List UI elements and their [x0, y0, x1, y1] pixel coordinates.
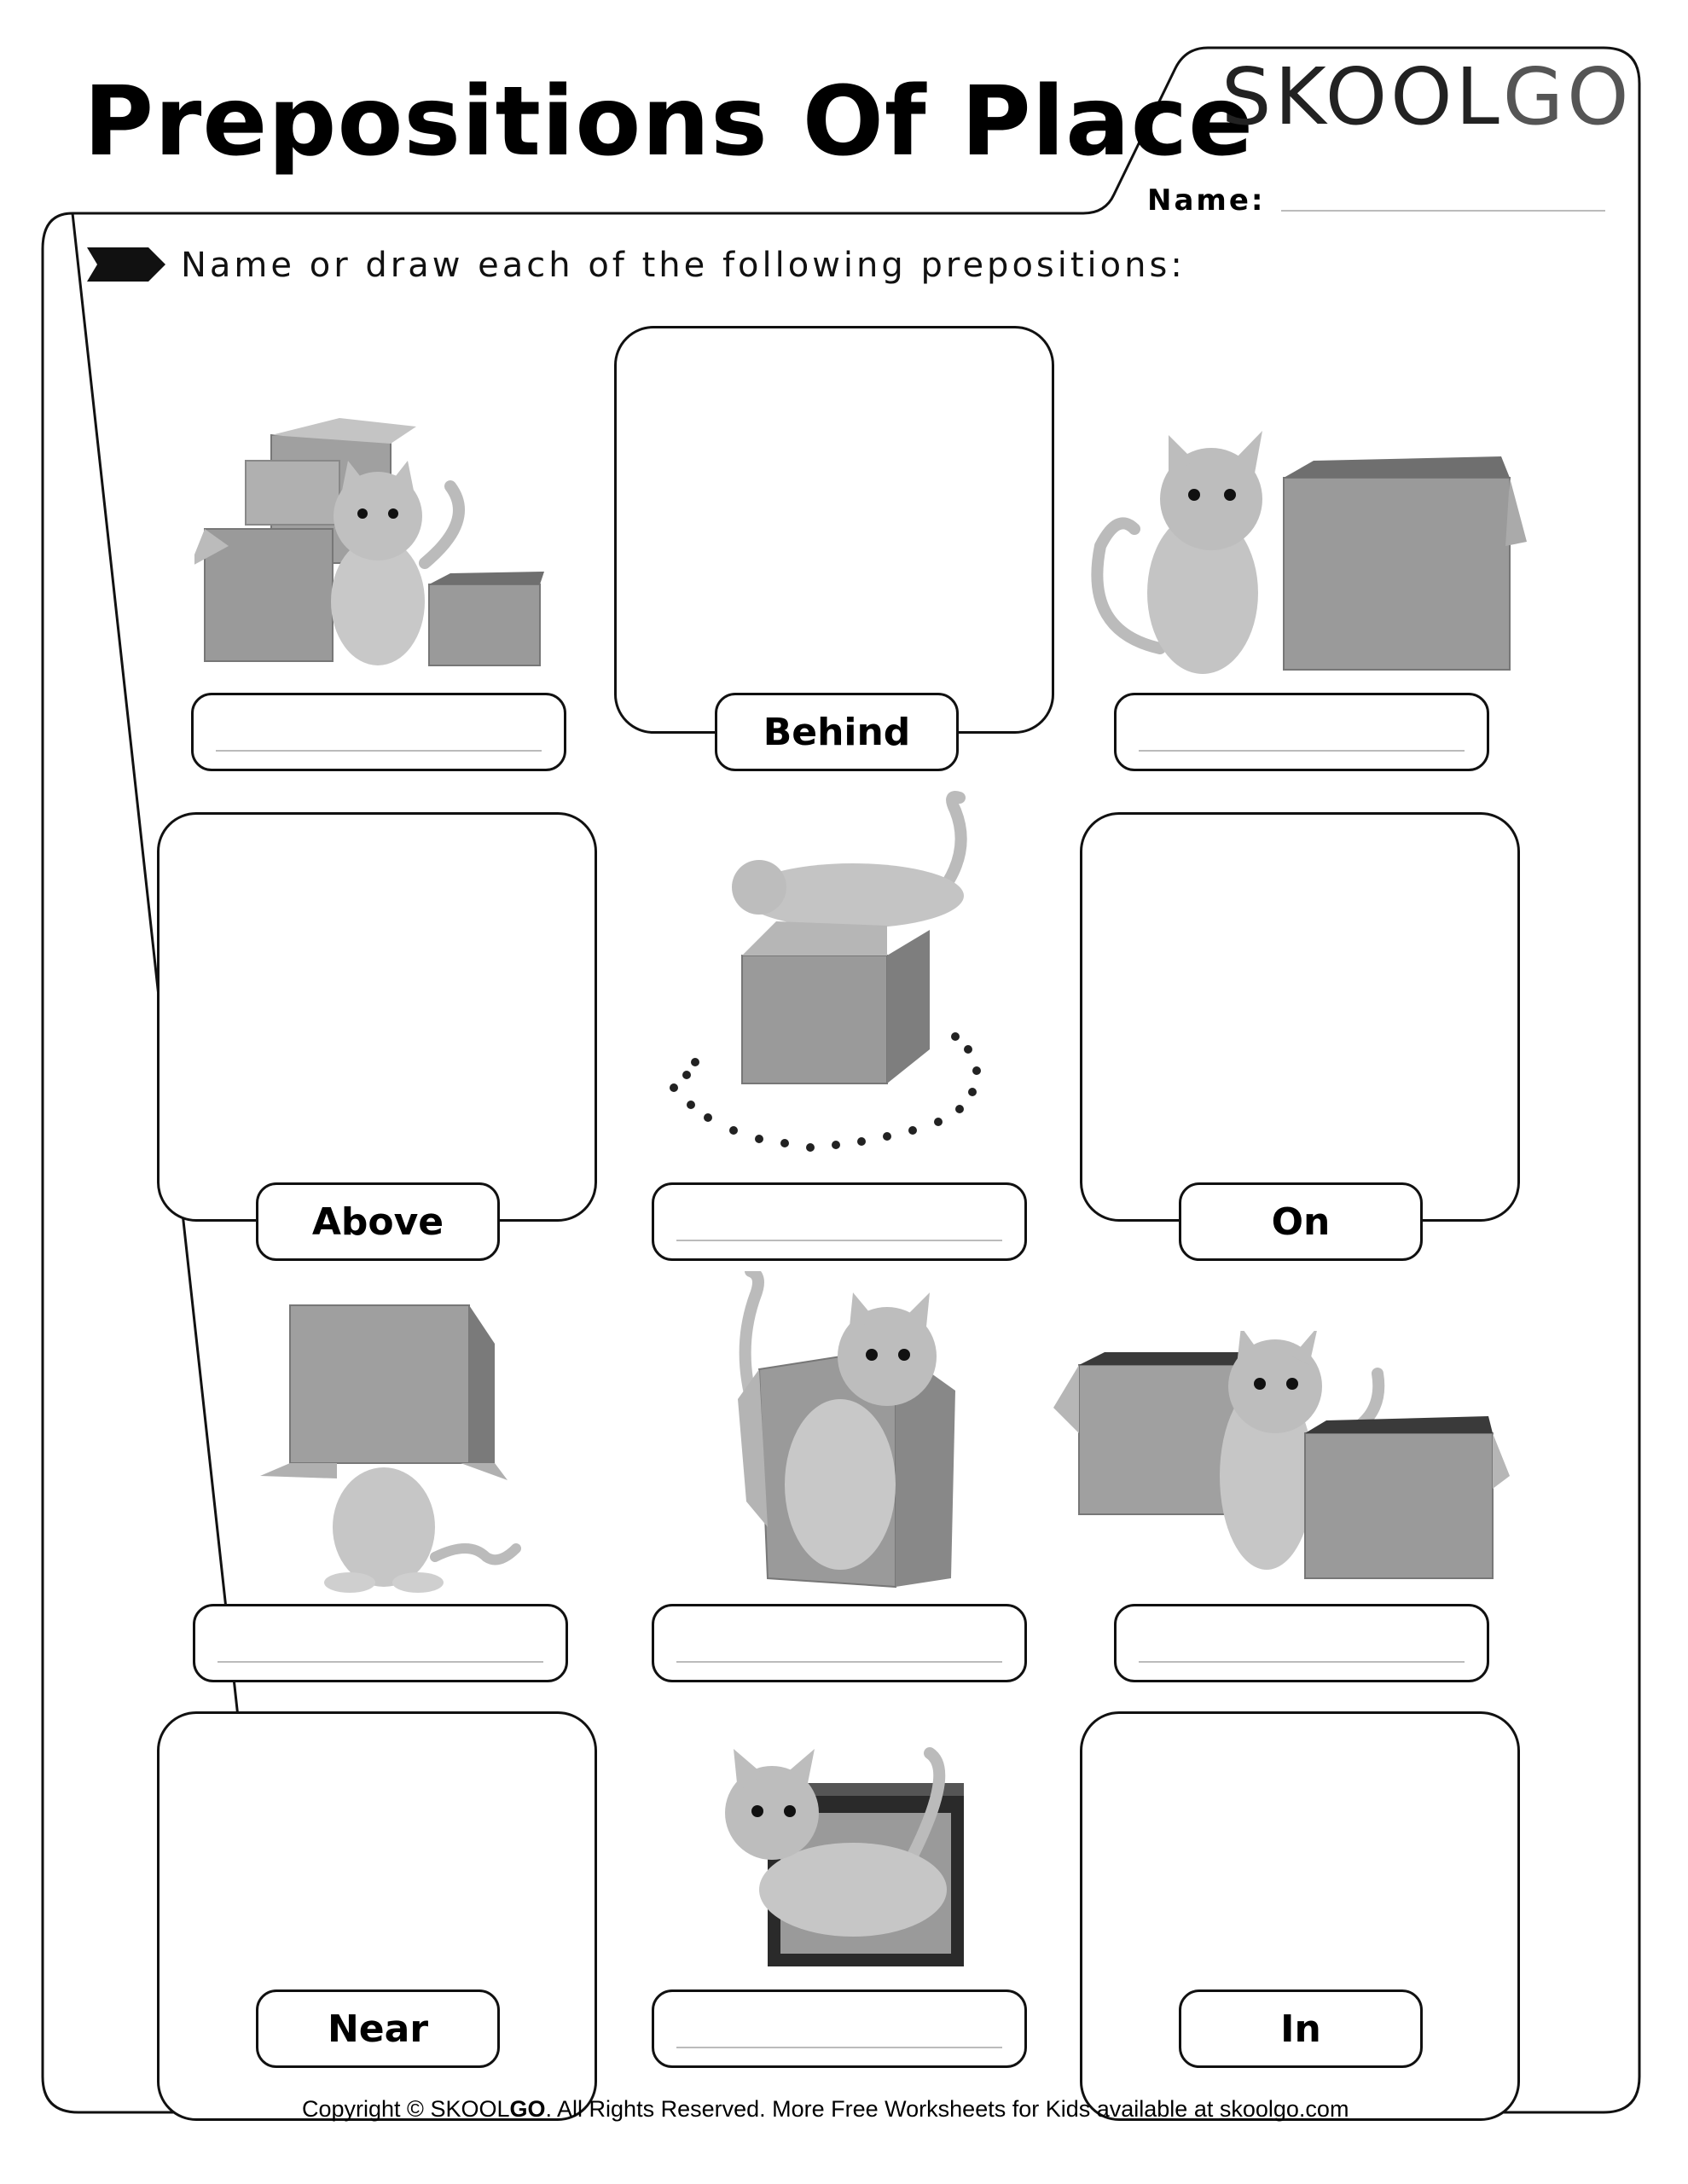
answer-pill-11[interactable] — [652, 1989, 1027, 2068]
answer-pill-1[interactable] — [191, 693, 566, 771]
footer-brand-go: GO — [509, 2096, 546, 2122]
answer-pill-7[interactable] — [193, 1604, 568, 1682]
label-pill-near: Near — [256, 1989, 500, 2068]
footer-link[interactable]: skoolgo.com — [1219, 2096, 1349, 2122]
name-label: Name: — [1147, 183, 1266, 218]
cat-between-boxes-picture — [194, 418, 544, 666]
label-pill-in: In — [1179, 1989, 1423, 2068]
answer-pill-9[interactable] — [1114, 1604, 1489, 1682]
footer-copyright: Copyright © SKOOLGO. All Rights Reserved… — [302, 2096, 1349, 2123]
write-line — [676, 1240, 1002, 1241]
cat-around-box-picture — [670, 791, 981, 1152]
cat-under-box-picture — [260, 1304, 521, 1593]
cat-in-box-picture — [738, 1271, 955, 1589]
instruction-text: Name or draw each of the following prepo… — [181, 246, 1186, 285]
cat-in-front-of-box-picture — [725, 1747, 964, 1966]
brand-main: SKOOL — [1221, 51, 1503, 142]
label-above: Above — [311, 1199, 444, 1244]
cat-between-two-boxes-picture — [1053, 1331, 1510, 1579]
page-title: Prepositions Of Place — [84, 67, 1255, 177]
label-pill-on: On — [1179, 1182, 1423, 1261]
write-line — [1139, 1661, 1465, 1663]
name-input-line[interactable] — [1281, 210, 1605, 212]
label-on: On — [1271, 1199, 1331, 1244]
footer-prefix: Copyright © SKOOL — [302, 2096, 510, 2122]
write-line — [676, 2047, 1002, 2048]
answer-pill-8[interactable] — [652, 1604, 1027, 1682]
label-in: In — [1280, 2007, 1321, 2051]
draw-box-above[interactable] — [157, 812, 597, 1222]
write-line — [218, 1661, 543, 1663]
footer-middle: . All Rights Reserved. More Free Workshe… — [545, 2096, 1220, 2122]
draw-box-on[interactable] — [1080, 812, 1520, 1222]
write-line — [1139, 750, 1465, 752]
cat-near-box-picture — [1091, 431, 1527, 674]
label-pill-above: Above — [256, 1182, 500, 1261]
arrow-tag-icon — [87, 247, 165, 282]
answer-pill-3[interactable] — [1114, 693, 1489, 771]
answer-pill-5[interactable] — [652, 1182, 1027, 1261]
brand-logo: SKOOLGO — [1221, 58, 1633, 136]
label-pill-behind: Behind — [715, 693, 959, 771]
write-line — [216, 750, 542, 752]
write-line — [676, 1661, 1002, 1663]
draw-box-behind[interactable] — [614, 326, 1054, 734]
brand-go: GO — [1502, 51, 1633, 142]
label-behind: Behind — [763, 710, 911, 754]
label-near: Near — [327, 2007, 429, 2051]
